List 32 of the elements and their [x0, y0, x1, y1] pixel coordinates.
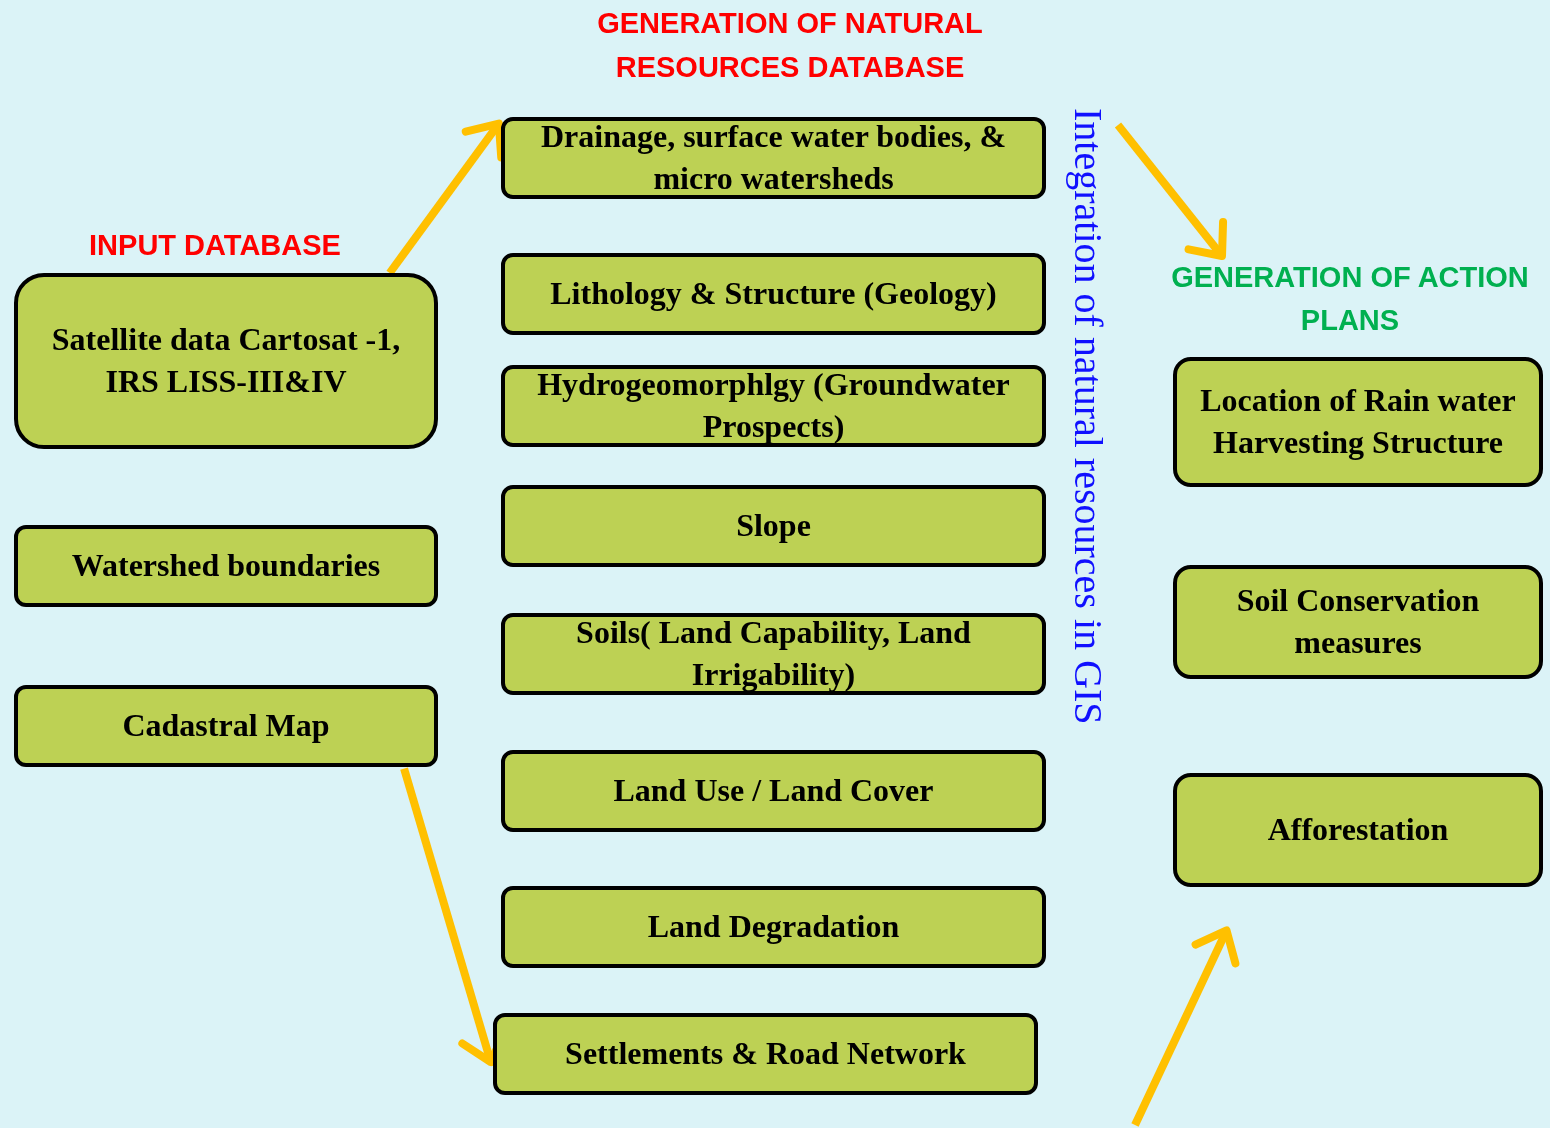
process-box — [493, 1013, 1038, 1095]
process-box — [1173, 565, 1543, 679]
process-box — [1173, 773, 1543, 887]
box-label: Watershed boundaries — [71, 546, 381, 586]
box-label: Soil Conservation measures — [1235, 581, 1481, 662]
process-box — [501, 613, 1046, 695]
process-box — [501, 485, 1046, 567]
box-label: Lithology & Structure (Geology) — [550, 274, 997, 314]
section-heading: GENERATION OF NATURAL RESOURCES DATABASE — [596, 6, 984, 85]
arrow — [1114, 122, 1228, 260]
process-box — [14, 685, 438, 767]
box-label: Slope — [736, 506, 811, 546]
box-label: Drainage, surface water bodies, & micro watersheds — [539, 117, 1008, 198]
process-box — [1173, 357, 1543, 487]
box-label: Cadastral Map — [122, 706, 330, 746]
box-label: Land Degradation — [647, 907, 900, 947]
vertical-caption: Integration of natural resources in GIS — [1065, 108, 1112, 725]
box-label: Afforestation — [1267, 810, 1449, 850]
process-box — [501, 253, 1046, 335]
process-box — [14, 525, 438, 607]
box-label: Land Use / Land Cover — [613, 771, 934, 811]
box-label: Satellite data Cartosat -1, IRS LISS-III&IV — [50, 320, 402, 401]
process-box — [501, 750, 1046, 832]
process-box — [14, 273, 438, 449]
box-label: Location of Rain water Harvesting Structure — [1199, 381, 1517, 462]
box-label: Hydrogeomorphlgy (Groundwater Prospects) — [536, 365, 1011, 446]
section-heading: GENERATION OF ACTION PLANS — [1170, 259, 1530, 338]
section-heading: INPUT DATABASE — [89, 228, 341, 263]
process-box — [501, 886, 1046, 968]
arrow — [1131, 926, 1240, 1127]
box-label: Settlements & Road Network — [565, 1034, 966, 1074]
box-label: Soils( Land Capability, Land Irrigability) — [575, 613, 972, 694]
